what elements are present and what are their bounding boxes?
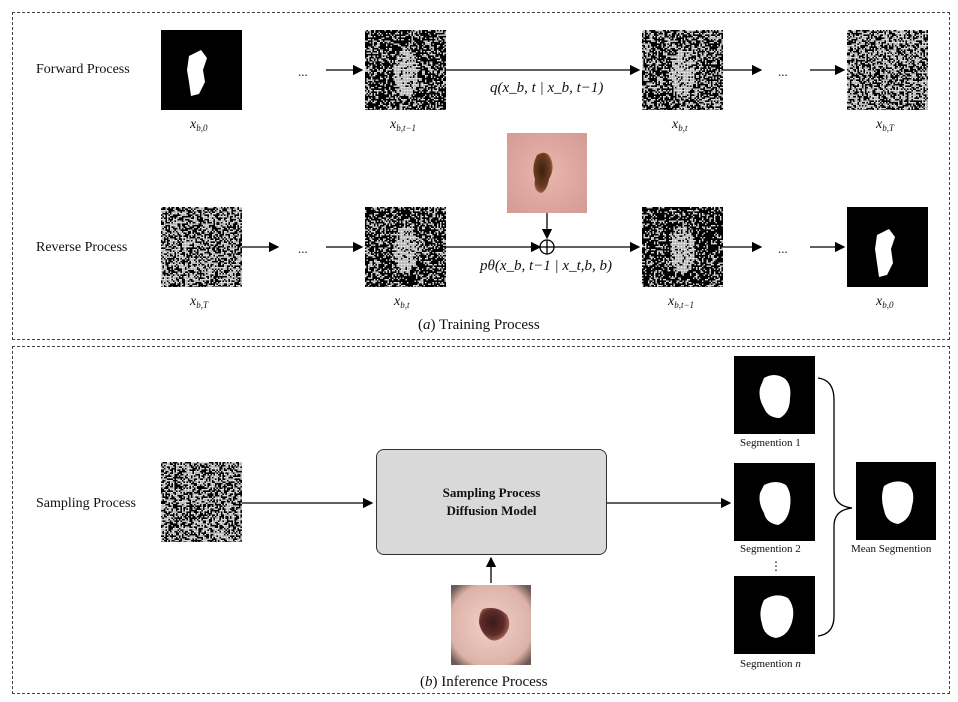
forward-noisy-tile-t: [642, 30, 723, 110]
forward-ellipsis-2: ...: [778, 64, 788, 79]
inference-panel: [12, 346, 950, 694]
reverse-ellipsis-1: ...: [298, 241, 308, 256]
segmentation-1-tile: [734, 356, 815, 434]
forward-noisy-tile-t-minus-1: [365, 30, 446, 110]
training-panel: [12, 12, 950, 340]
rev-var-label-3: xb,0: [876, 294, 894, 310]
reverse-transition-formula: pθ(x_b, t−1 | x_t,b, b): [480, 258, 613, 274]
forward-transition-formula: q(x_b, t | x_b, t−1): [490, 80, 604, 96]
segmentation-n-tile: [734, 576, 815, 654]
rev-var-label-0: xb,T: [190, 294, 208, 310]
fwd-var-label-2: xb,t: [672, 117, 688, 133]
reverse-noisy-tile-t-minus-1: [642, 207, 723, 287]
rev-var-label-1: xb,t: [394, 294, 410, 310]
segmentation-1-label: Segmention 1: [740, 437, 801, 449]
reverse-noisy-tile-t: [365, 207, 446, 287]
segmentation-2-label: Segmention 2: [740, 543, 801, 555]
model-title-line-1: Sampling Process: [442, 485, 541, 500]
segmentation-2-tile: [734, 463, 815, 541]
fwd-var-label-1: xb,t−1: [390, 117, 417, 133]
mean-segmentation-tile: [856, 462, 936, 540]
model-title-line-2: Diffusion Model: [446, 503, 537, 518]
rev-var-label-2: xb,t−1: [668, 294, 695, 310]
reverse-pure-noise-tile: [161, 207, 242, 287]
skin-lesion-image-training: [507, 133, 587, 213]
fwd-var-label-0: xb,0: [190, 117, 208, 133]
training-caption: (a) Training Process: [418, 317, 540, 333]
reverse-mask-clean-tile: [847, 207, 928, 287]
mean-segmentation-label: Mean Segmention: [851, 543, 932, 555]
sampling-process-label: Sampling Process: [36, 496, 136, 511]
forward-pure-noise-tile: [847, 30, 928, 110]
reverse-ellipsis-2: ...: [778, 241, 788, 256]
diffusion-model-box: Sampling Process Diffusion Model: [376, 449, 607, 555]
segmentation-n-label: Segmention n: [740, 658, 801, 670]
fwd-var-label-3: xb,T: [876, 117, 894, 133]
segmentation-ellipsis: ⋮: [770, 559, 782, 573]
skin-lesion-image-inference: [451, 585, 531, 665]
sampling-noise-input-tile: [161, 462, 242, 542]
reverse-process-label: Reverse Process: [36, 240, 128, 255]
forward-ellipsis-1: ...: [298, 64, 308, 79]
forward-mask-clean-tile: [161, 30, 242, 110]
inference-caption: (b) Inference Process: [420, 674, 548, 690]
forward-process-label: Forward Process: [36, 62, 130, 77]
